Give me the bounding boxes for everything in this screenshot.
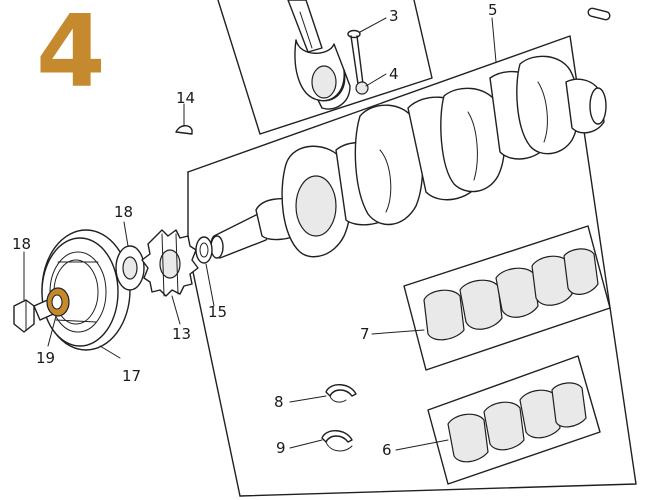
locating-pin [587,7,611,21]
callout-14: 14 [176,89,196,107]
callout-17: 17 [122,367,142,385]
callout-9: 9 [276,439,286,457]
main-bearings-lower [427,355,601,485]
crankshaft [210,55,607,259]
main-bearings-upper [403,225,611,371]
pulley-spacer [115,245,145,291]
rod-bolt [347,29,364,85]
callout-4: 4 [389,65,399,83]
callout-18-spacer: 18 [114,203,134,221]
callout-19: 19 [36,349,56,367]
oil-seal-ring [195,236,213,264]
crankshaft-pulley [41,229,131,351]
callout-13: 13 [172,325,192,343]
callout-6: 6 [382,441,392,459]
rod-nut [355,81,369,95]
callout-8: 8 [274,393,284,411]
connecting-rod-frame [217,0,433,135]
step-number: 4 [36,0,106,110]
connecting-rod [287,0,351,110]
woodruff-key [175,125,193,135]
callout-18-bolt: 18 [12,235,32,253]
highlighted-washer [46,287,70,317]
callout-15: 15 [208,303,228,321]
leader-lines [23,17,497,451]
callout-7: 7 [360,325,370,343]
thrust-washer-lower [321,430,353,452]
crankshaft-gear [141,229,199,297]
callout-3: 3 [389,7,399,25]
thrust-washer-upper [325,384,357,403]
callout-5: 5 [488,1,498,19]
